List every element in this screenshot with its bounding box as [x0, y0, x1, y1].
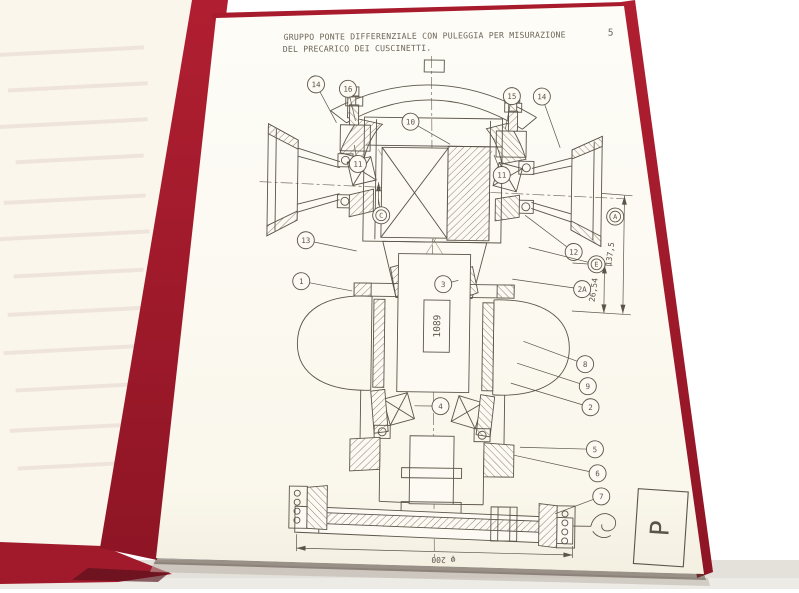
callout-label: 13 — [301, 236, 310, 245]
page-title-line2: DEL PRECARICO DEI CUSCINETTI. — [283, 43, 432, 54]
ref-label: A — [613, 213, 617, 221]
callout-label: 11 — [497, 171, 506, 180]
callout-label: 7 — [599, 492, 604, 501]
page-number: 5 — [608, 27, 614, 38]
callout-label: 12 — [569, 248, 578, 257]
callout-label: 14 — [311, 80, 321, 89]
callout-label: 15 — [507, 92, 516, 101]
callout-label: 10 — [406, 117, 416, 126]
callout-label: 2A — [578, 285, 588, 294]
callout-label: 16 — [343, 85, 353, 94]
callout-label: 3 — [441, 280, 446, 289]
callout-label: 4 — [438, 402, 443, 411]
ref-label: C — [379, 212, 383, 220]
force-label: P — [645, 519, 676, 537]
callout-label: 9 — [585, 382, 590, 391]
callout-label: 1 — [299, 277, 304, 286]
callout-label: 8 — [583, 360, 588, 369]
callout-label: 11 — [353, 160, 362, 169]
callout-label: 14 — [537, 92, 547, 101]
callout-label: 6 — [595, 469, 600, 478]
part-number-label: 1089 — [432, 314, 443, 337]
dimension-label: φ 200 — [431, 555, 455, 564]
callout-label: 2 — [588, 403, 593, 412]
callout-label: 5 — [593, 445, 598, 454]
ref-label: E — [594, 261, 598, 269]
